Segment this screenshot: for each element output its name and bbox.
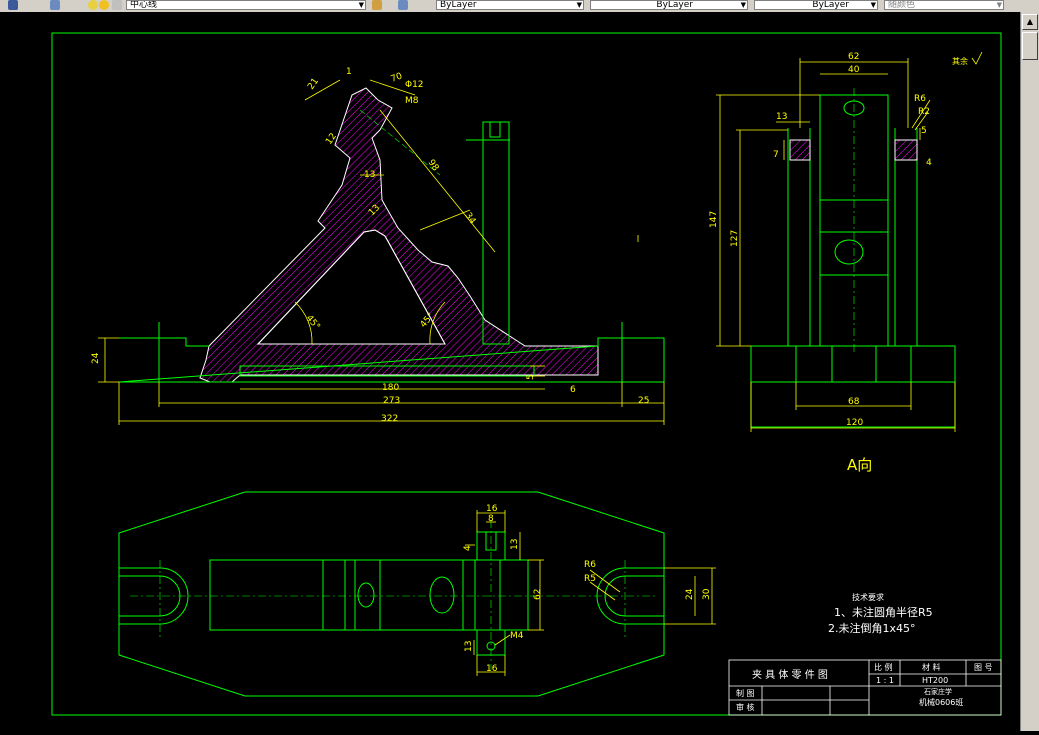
dim-text: 147 bbox=[709, 211, 719, 228]
dim-text: 25 bbox=[638, 396, 649, 406]
make-current-icon[interactable] bbox=[372, 0, 382, 10]
dim-text: 68 bbox=[848, 397, 860, 407]
chevron-down-icon[interactable]: ▼ bbox=[996, 1, 1002, 9]
drawing-name: 夹 具 体 零 件 图 bbox=[752, 668, 828, 681]
dim-text: 34 bbox=[463, 211, 478, 226]
dim-text: R6 bbox=[584, 560, 596, 570]
dim-text: 120 bbox=[846, 418, 863, 428]
material-value: HT200 bbox=[922, 676, 948, 685]
dim-text: 127 bbox=[730, 230, 740, 247]
dim-text: 6 bbox=[570, 385, 576, 395]
dim-text: 30 bbox=[702, 588, 712, 600]
dim-text: Φ12 bbox=[405, 80, 424, 90]
layer-state-icon[interactable] bbox=[50, 0, 60, 10]
lineweight-combo[interactable]: ByLayer▼ bbox=[754, 0, 878, 10]
tech-title: 技术要求 bbox=[852, 592, 884, 602]
dim-text: 98 bbox=[426, 158, 441, 173]
dim-text: R6 bbox=[914, 94, 926, 104]
drawing-border bbox=[51, 32, 1002, 716]
dim-text: 24 bbox=[685, 588, 695, 600]
dim-text: 62 bbox=[848, 52, 859, 62]
front-base bbox=[118, 337, 665, 383]
chevron-down-icon[interactable]: ▼ bbox=[576, 1, 582, 9]
color-combo[interactable]: ByLayer▼ bbox=[436, 0, 584, 10]
dim-text: 16 bbox=[486, 664, 498, 674]
surface-finish-note: 其余 bbox=[952, 56, 968, 66]
scroll-thumb[interactable] bbox=[1022, 32, 1038, 60]
layer-combo[interactable]: 中心线▼ bbox=[126, 0, 366, 10]
drawing-canvas[interactable]: 180 273 322 25 24 5 13 13 21 1 12 70 Φ12… bbox=[0, 12, 1020, 731]
dim-text: 13 bbox=[364, 170, 375, 180]
title-block: 夹 具 体 零 件 图 比 例 材 料 图 号 1 : 1 HT200 制 图 … bbox=[728, 659, 1002, 716]
front-view: 180 273 322 25 24 5 13 13 21 1 12 70 Φ12… bbox=[91, 67, 665, 425]
dim-text: M4 bbox=[510, 631, 524, 641]
dim-text: 13 bbox=[510, 539, 520, 550]
plotstyle-combo[interactable]: 随颜色▼ bbox=[884, 0, 1004, 10]
linetype-combo[interactable]: ByLayer▼ bbox=[590, 0, 748, 10]
cad-drawing: 180 273 322 25 24 5 13 13 21 1 12 70 Φ12… bbox=[51, 32, 1002, 716]
dim-text: R2 bbox=[918, 107, 930, 117]
dim-text: 13 bbox=[464, 641, 474, 652]
dim-text: 180 bbox=[382, 383, 399, 393]
dim-text: 322 bbox=[381, 414, 398, 424]
scale-value: 1 : 1 bbox=[876, 676, 894, 685]
count-header: 图 号 bbox=[974, 663, 993, 672]
chevron-down-icon[interactable]: ▼ bbox=[358, 1, 364, 9]
dim-text: 4 bbox=[463, 545, 473, 551]
school-name: 石家庄学 bbox=[924, 687, 952, 696]
dim-text: 4 bbox=[926, 158, 932, 168]
front-section-hatch bbox=[199, 87, 599, 383]
dim-text: 40 bbox=[848, 65, 860, 75]
lock-icon[interactable] bbox=[112, 0, 122, 10]
sun-icon[interactable] bbox=[99, 0, 109, 10]
dim-text: M8 bbox=[405, 96, 419, 106]
material-header: 材 料 bbox=[922, 662, 941, 672]
scroll-up-button[interactable]: ▲ bbox=[1022, 14, 1038, 30]
layer-previous-icon[interactable] bbox=[398, 0, 408, 10]
dim-text: 62 bbox=[533, 589, 543, 600]
dim-text: 5 bbox=[526, 374, 536, 380]
dim-text: 1 bbox=[346, 67, 352, 77]
dim-text: 7 bbox=[773, 150, 779, 160]
dim-text: 70 bbox=[390, 71, 404, 84]
side-view: 62 40 13 7 147 127 68 120 R6 R2 5 4 A向 其… bbox=[709, 51, 983, 474]
vertical-support bbox=[482, 121, 510, 345]
properties-toolbar: 中心线▼ ByLayer▼ ByLayer▼ ByLayer▼ 随颜色▼ bbox=[0, 0, 1039, 13]
dim-text: 21 bbox=[306, 77, 321, 92]
row-check: 审 核 bbox=[736, 702, 755, 712]
dim-text: 24 bbox=[91, 352, 101, 364]
dim-text: 8 bbox=[488, 514, 494, 524]
top-view: 16 8 13 4 62 24 30 R6 R5 M4 13 16 bbox=[118, 491, 716, 697]
dim-text: 273 bbox=[383, 396, 400, 406]
chevron-down-icon[interactable]: ▼ bbox=[870, 1, 876, 9]
dim-text: 16 bbox=[486, 504, 498, 514]
layer-manager-icon[interactable] bbox=[8, 0, 18, 10]
tech-requirements: 技术要求 1、未注圆角半径R5 2.未注倒角1x45° bbox=[828, 592, 933, 635]
tech-line-1: 1、未注圆角半径R5 bbox=[834, 605, 933, 619]
inner-triangle-outline bbox=[256, 229, 446, 345]
class-number: 机械0606班 bbox=[919, 697, 963, 707]
view-label: A向 bbox=[847, 456, 872, 474]
dim-text: 13 bbox=[776, 112, 787, 122]
surface-finish-icon bbox=[971, 51, 983, 65]
tech-line-2: 2.未注倒角1x45° bbox=[828, 621, 916, 635]
lightbulb-icon[interactable] bbox=[88, 0, 98, 10]
scale-header: 比 例 bbox=[874, 662, 893, 672]
dim-text: R5 bbox=[584, 574, 596, 584]
chevron-down-icon[interactable]: ▼ bbox=[740, 1, 746, 9]
dim-text: 5 bbox=[921, 126, 927, 136]
row-draw: 制 图 bbox=[736, 688, 755, 698]
vertical-scrollbar[interactable]: ▲ bbox=[1020, 12, 1039, 731]
